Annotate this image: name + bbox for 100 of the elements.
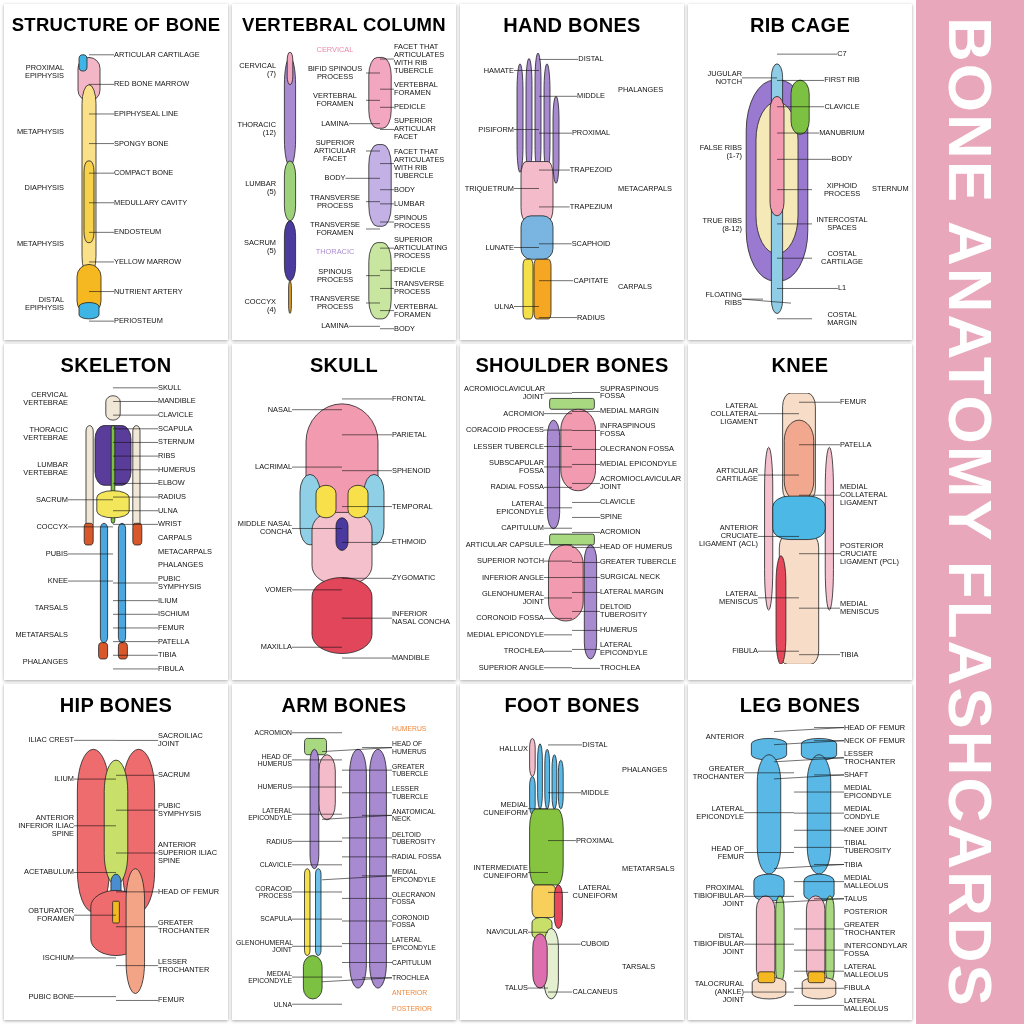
leader-line — [543, 446, 573, 447]
leader-line — [88, 202, 115, 204]
flashcard — [232, 344, 456, 680]
leader-line — [112, 496, 159, 498]
flashcard — [688, 684, 912, 1020]
leader-line — [112, 524, 159, 525]
leader-line — [67, 580, 114, 582]
leader-line — [798, 401, 841, 403]
flashcard — [688, 4, 912, 340]
leader-line — [379, 221, 395, 223]
leader-line — [73, 914, 117, 916]
leader-line — [547, 892, 569, 893]
leader-line — [513, 188, 540, 189]
leader-line — [798, 654, 841, 655]
leader-line — [379, 107, 395, 108]
leader-line — [112, 483, 159, 484]
leader-line — [348, 326, 381, 327]
leader-line — [793, 847, 845, 848]
leader-line — [112, 469, 159, 471]
leader-line — [115, 1000, 159, 1001]
leader-line — [741, 77, 778, 79]
leader-line — [571, 532, 601, 533]
flashcard — [4, 4, 228, 340]
leader-line — [773, 898, 845, 904]
leader-line — [543, 507, 573, 509]
flashcard — [232, 684, 456, 1020]
leader-line — [365, 302, 381, 304]
leader-line — [773, 727, 845, 732]
leader-line — [321, 875, 393, 881]
leader-line — [365, 228, 381, 230]
leader-line — [291, 466, 343, 468]
leader-line — [757, 650, 800, 652]
banner-title: BONE ANATOMY FLASHCARDS — [934, 16, 1006, 1008]
leader-line — [67, 553, 114, 555]
leader-line — [291, 528, 343, 529]
leader-line — [543, 466, 573, 468]
leader-line — [341, 617, 393, 619]
leader-line — [67, 499, 114, 501]
leader-line — [321, 747, 393, 752]
card-title: RIB CAGE — [749, 14, 851, 37]
leader-line — [571, 668, 601, 669]
leader-line — [291, 976, 343, 978]
leader-line — [341, 837, 393, 839]
leader-line — [773, 740, 845, 745]
leader-line — [112, 414, 159, 416]
leader-line — [112, 668, 159, 670]
leader-line — [798, 607, 841, 609]
leader-line — [538, 280, 574, 281]
leader-line — [321, 977, 393, 983]
leader-line — [793, 928, 845, 930]
leader-line — [73, 872, 117, 873]
leader-line — [543, 392, 573, 394]
leader-line — [776, 132, 820, 134]
leader-line — [793, 970, 845, 972]
leader-line — [115, 775, 159, 776]
card-title: FOOT BONES — [504, 694, 640, 717]
leader-line — [341, 470, 393, 471]
card-title: SHOULDER BONES — [475, 354, 669, 377]
leader-line — [538, 317, 578, 318]
leader-line — [365, 72, 381, 74]
leader-line — [798, 494, 841, 496]
leader-line — [743, 991, 795, 993]
leader-line — [543, 544, 573, 545]
leader-line — [291, 841, 343, 842]
leader-line — [513, 306, 540, 307]
leader-line — [112, 582, 159, 584]
leader-line — [112, 627, 159, 629]
leader-line — [538, 59, 579, 60]
leader-line — [543, 487, 573, 488]
leader-line — [88, 84, 115, 85]
leader-line — [345, 178, 381, 179]
leader-line — [547, 840, 577, 841]
leader-line — [741, 298, 792, 304]
leader-line — [543, 577, 573, 578]
leader-line — [793, 881, 845, 882]
leader-line — [547, 943, 581, 945]
leader-line — [379, 88, 395, 90]
leader-line — [773, 864, 845, 869]
flashcard — [4, 344, 228, 680]
leader-line — [743, 896, 795, 897]
leader-line — [341, 962, 393, 963]
leader-line — [365, 201, 381, 202]
leader-line — [112, 641, 159, 642]
card-title: VERTEBRAL COLUMN — [242, 14, 446, 36]
leader-line — [88, 320, 115, 322]
leader-line — [88, 54, 115, 56]
leader-line — [571, 611, 601, 612]
leader-line — [115, 891, 159, 893]
leader-line — [341, 434, 393, 436]
flashcard — [460, 684, 684, 1020]
leader-line — [112, 654, 159, 656]
leader-line — [793, 791, 845, 793]
leader-line — [776, 223, 813, 225]
leader-line — [365, 150, 381, 152]
leader-line — [798, 553, 841, 554]
leader-line — [757, 597, 800, 599]
leader-line — [291, 891, 343, 893]
leader-line — [527, 931, 549, 933]
leader-line — [291, 409, 343, 410]
leader-line — [571, 502, 601, 503]
